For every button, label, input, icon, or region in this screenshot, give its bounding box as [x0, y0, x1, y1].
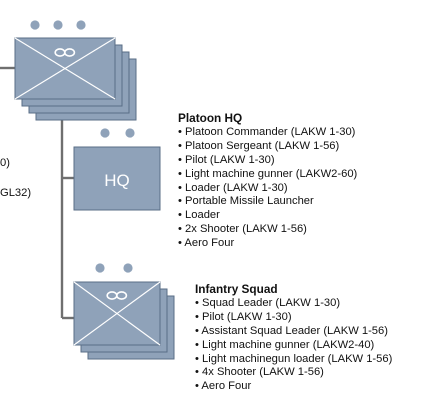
bullet-icon: • — [178, 125, 186, 138]
list-item: • Light machine gunner (LAKW2-60) — [178, 168, 357, 182]
list-item-text: Platoon Commander (LAKW 1-30) — [185, 125, 356, 138]
list-item: • Light machinegun loader (LAKW 1-56) — [195, 353, 392, 367]
bullet-icon: • — [178, 195, 186, 208]
list-item-text: Assistant Squad Leader (LAKW 1-56) — [201, 324, 388, 337]
list-item: • Portable Missile Launcher — [178, 195, 357, 209]
list-item-text: Pilot (LAKW 1-30) — [185, 153, 275, 166]
infinity-icon — [106, 291, 128, 300]
list-item: • Squad Leader (LAKW 1-30) — [195, 297, 392, 311]
hq-unit: HQ — [73, 128, 161, 211]
bullet-icon: • — [195, 352, 203, 365]
platoon-unit-stack — [14, 20, 137, 121]
list-item-text: 2x Shooter (LAKW 1-56) — [185, 223, 307, 236]
platoon-hq-block: Platoon HQ • Platoon Commander (LAKW 1-3… — [178, 111, 357, 251]
hq-box — [73, 146, 161, 211]
bullet-icon: • — [195, 310, 203, 323]
bullet-icon: • — [195, 296, 203, 309]
squad-size-dot — [95, 263, 105, 273]
hq-label: HQ — [104, 171, 130, 190]
bullet-icon: • — [178, 223, 186, 236]
bullet-icon: • — [195, 338, 203, 351]
platoon-hq-title: Platoon HQ — [178, 111, 243, 125]
infantry-squad-list: • Squad Leader (LAKW 1-30)• Pilot (LAKW … — [195, 297, 392, 394]
bullet-icon: • — [178, 167, 186, 180]
left-fragment-top: 0) — [0, 157, 10, 169]
left-fragment-bottom: GL32) — [0, 187, 32, 199]
list-item-text: Light machinegun loader (LAKW 1-56) — [202, 352, 393, 365]
platoon-size-dot — [76, 20, 86, 30]
list-item-text: Aero Four — [184, 237, 235, 250]
platoon-cross-line-2 — [14, 37, 116, 100]
bullet-icon: • — [195, 380, 202, 393]
list-item: • Assistant Squad Leader (LAKW 1-56) — [195, 325, 392, 339]
list-item: • Loader (LAKW 1-30) — [178, 182, 357, 196]
infinity-icon — [54, 48, 76, 57]
hq-dot — [100, 128, 110, 138]
list-item-text: Loader — [185, 209, 220, 222]
hq-dot — [125, 128, 135, 138]
list-item: • 2x Shooter (LAKW 1-56) — [178, 223, 357, 237]
bullet-icon: • — [178, 139, 186, 152]
infantry-squad-title: Infantry Squad — [195, 282, 278, 296]
list-item: • Platoon Sergeant (LAKW 1-56) — [178, 140, 357, 154]
bullet-icon: • — [178, 209, 186, 222]
list-item: • Aero Four — [178, 237, 357, 251]
platoon-size-dot — [53, 20, 63, 30]
list-item-text: Portable Missile Launcher — [185, 195, 314, 208]
list-item-text: Light machine gunner (LAKW2-40) — [202, 338, 375, 351]
list-item: • 4x Shooter (LAKW 1-56) — [195, 366, 392, 380]
squad-unit-stack — [73, 263, 175, 360]
bullet-icon: • — [178, 237, 185, 250]
list-item: • Loader — [178, 209, 357, 223]
bullet-icon: • — [178, 181, 186, 194]
platoon-hq-list: • Platoon Commander (LAKW 1-30)• Platoon… — [178, 126, 357, 251]
bullet-icon: • — [178, 153, 186, 166]
bullet-icon: • — [195, 324, 202, 337]
list-item: • Aero Four — [195, 380, 392, 394]
bullet-icon: • — [195, 366, 203, 379]
list-item: • Pilot (LAKW 1-30) — [178, 154, 357, 168]
list-item-text: Aero Four — [201, 380, 252, 393]
connector-lines — [0, 66, 74, 320]
squad-cross-line-2 — [73, 281, 161, 346]
list-item-text: Squad Leader (LAKW 1-30) — [202, 296, 341, 309]
squad-size-dot — [123, 263, 133, 273]
infantry-squad-block: Infantry Squad • Squad Leader (LAKW 1-30… — [195, 282, 392, 394]
list-item-text: Loader (LAKW 1-30) — [185, 181, 288, 194]
platoon-size-dot — [30, 20, 40, 30]
list-item-text: 4x Shooter (LAKW 1-56) — [202, 366, 324, 379]
list-item: • Light machine gunner (LAKW2-40) — [195, 339, 392, 353]
list-item-text: Platoon Sergeant (LAKW 1-56) — [185, 139, 340, 152]
list-item: • Platoon Commander (LAKW 1-30) — [178, 126, 357, 140]
list-item: • Pilot (LAKW 1-30) — [195, 311, 392, 325]
list-item-text: Light machine gunner (LAKW2-60) — [185, 167, 358, 180]
list-item-text: Pilot (LAKW 1-30) — [202, 310, 292, 323]
